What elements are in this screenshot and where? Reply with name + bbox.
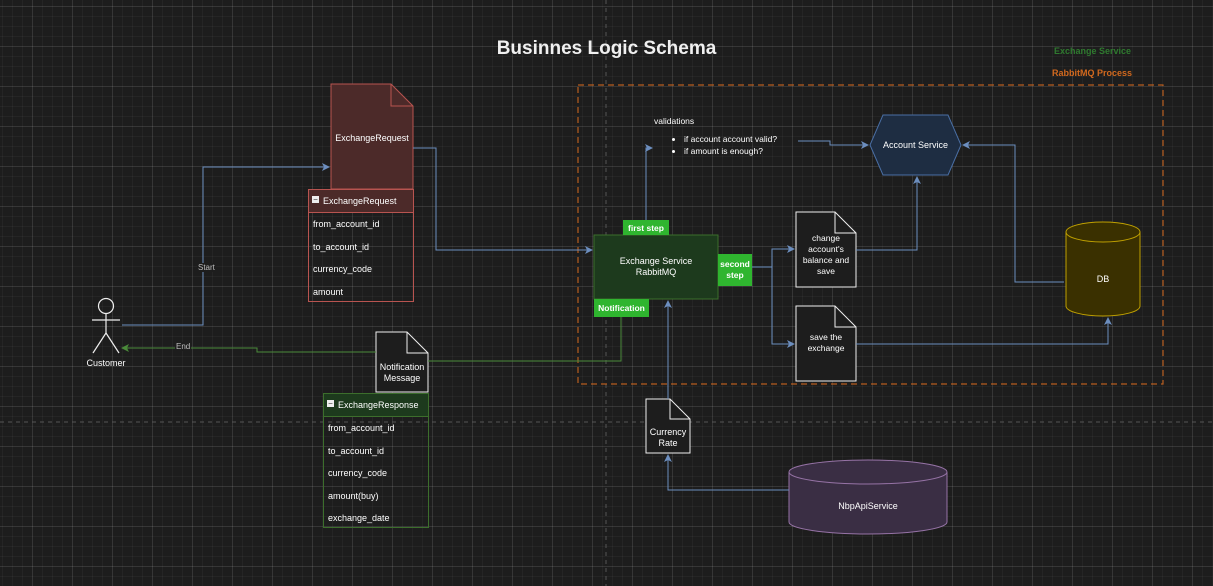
account-service-shape[interactable] — [869, 114, 962, 176]
customer-actor[interactable] — [92, 297, 120, 354]
validations-to-account-connector — [798, 140, 869, 149]
notification-doc-label: Notification Message — [379, 362, 425, 383]
table-row: to_account_id — [328, 445, 385, 456]
request-to-service-connector — [413, 147, 593, 254]
end-edge-label: End — [175, 342, 192, 351]
exchange-request-doc-label: ExchangeRequest — [335, 133, 409, 143]
validation-item: if amount is enough? — [684, 145, 804, 157]
table-row: currency_code — [313, 264, 373, 274]
second-step-tag[interactable]: second step — [718, 254, 752, 286]
account-service-label: Account Service — [882, 140, 949, 150]
legend-rabbitmq-process: RabbitMQ Process — [1052, 68, 1133, 78]
validations-block: validations if account account valid? if… — [654, 116, 804, 157]
end-connector — [121, 344, 376, 353]
first-step-connector — [645, 144, 653, 220]
notification-doc-shape[interactable] — [375, 331, 429, 393]
save-to-db-connector — [856, 317, 1112, 345]
table-row: currency_code — [328, 468, 388, 478]
start-connector — [122, 163, 330, 326]
exchange-response-table-header: − ExchangeResponse — [324, 394, 428, 417]
first-step-tag[interactable]: first step — [623, 220, 669, 235]
save-exchange-doc-shape[interactable] — [795, 305, 857, 382]
table-row: from_account_id — [328, 423, 395, 433]
currency-rate-doc-shape[interactable] — [645, 398, 691, 454]
exchange-request-table[interactable]: − ExchangeRequest from_account_id to_acc… — [308, 189, 414, 302]
table-row: to_account_id — [313, 241, 370, 252]
collapse-icon[interactable]: − — [312, 195, 319, 204]
validation-item: if account account valid? — [684, 133, 804, 145]
db-cylinder[interactable] — [1065, 221, 1141, 317]
table-row: from_account_id — [313, 219, 380, 229]
table-row: amount(buy) — [328, 490, 379, 501]
legend-exchange-service: Exchange Service — [1054, 46, 1132, 56]
exchange-service-label: Exchange Service RabbitMQ — [619, 256, 693, 277]
second-step-to-balance-connector — [752, 245, 795, 268]
save-exchange-doc-label: save the exchange — [807, 332, 845, 353]
notification-connector — [428, 317, 622, 362]
page-title: Businnes Logic Schema — [496, 38, 717, 59]
nbp-api-cylinder[interactable] — [788, 459, 948, 535]
table-row: amount — [313, 286, 344, 297]
nbp-to-rate-connector — [664, 454, 789, 491]
nbp-api-service-label: NbpApiService — [838, 501, 898, 511]
rabbitmq-process-frame — [577, 84, 1164, 385]
exchange-response-table[interactable]: − ExchangeResponse from_account_id to_ac… — [323, 393, 429, 528]
change-balance-doc-shape[interactable] — [795, 211, 857, 288]
second-step-to-save-connector — [771, 267, 795, 348]
collapse-icon[interactable]: − — [327, 399, 334, 408]
customer-label: Customer — [86, 358, 126, 368]
change-balance-doc-label: change account's balance and save — [802, 233, 850, 276]
exchange-request-doc-fold — [390, 84, 413, 107]
exchange-request-table-header: − ExchangeRequest — [309, 190, 413, 213]
validations-title: validations — [654, 116, 695, 126]
db-label: DB — [1096, 274, 1110, 284]
start-edge-label: Start — [197, 263, 216, 272]
notification-tag[interactable]: Notification — [594, 299, 649, 317]
balance-to-account-connector — [856, 176, 921, 251]
account-db-connector — [962, 141, 1064, 283]
table-row: exchange_date — [328, 513, 390, 523]
currency-rate-doc-label: Currency Rate — [649, 427, 687, 448]
